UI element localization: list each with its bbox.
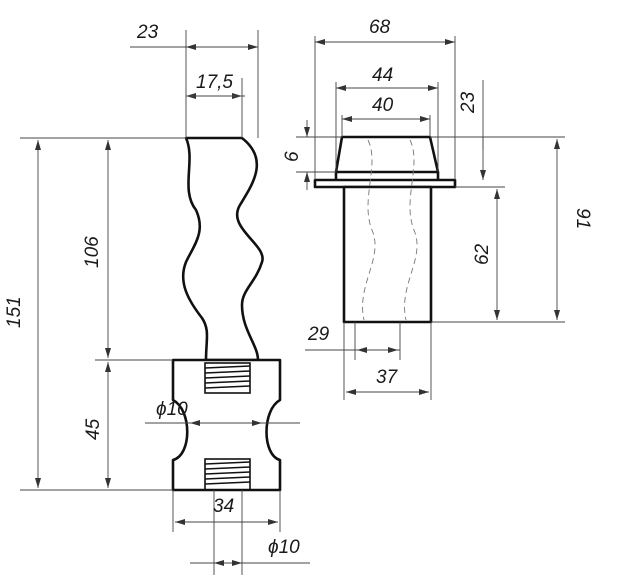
lower-thread — [204, 458, 251, 491]
dim-cup-inner-width: 29 — [307, 324, 330, 345]
upper-thread — [204, 362, 251, 394]
cup-extension-lines — [296, 36, 565, 400]
dim-cup-top-height: 6 — [282, 151, 303, 162]
cup-hidden-wave-left — [362, 139, 376, 321]
dim-cup-body-height: 62 — [472, 243, 493, 265]
dim-cup-flange-width: 68 — [369, 17, 391, 38]
dim-base-pin-diameter: ϕ10 — [268, 537, 300, 558]
cup-top — [334, 135, 440, 174]
dim-handle-top-width: 23 — [136, 22, 159, 43]
dim-handle-base-height: 45 — [83, 418, 104, 440]
dim-base-width: 34 — [213, 496, 234, 517]
dim-cup-total-height: 91 — [572, 208, 593, 229]
dim-base-hole-diameter: ϕ10 — [156, 399, 188, 420]
cup-hidden-wave-right — [404, 139, 418, 321]
handle-part — [171, 136, 282, 492]
dim-cup-flange-offset: 23 — [458, 91, 479, 114]
handle-dimension-lines — [35, 44, 310, 566]
dim-handle-wave-width: 17,5 — [196, 72, 233, 93]
cup-dimension-lines — [304, 39, 560, 395]
dim-cup-body-width: 37 — [376, 367, 399, 388]
cup-body — [342, 185, 433, 324]
handle-wave-body — [181, 136, 264, 362]
dim-cup-top-inner-width: 40 — [372, 95, 394, 116]
dim-handle-wave-height: 106 — [82, 236, 103, 268]
handle-extension-lines — [20, 30, 300, 575]
dim-cup-top-outer-width: 44 — [372, 65, 393, 86]
cup-part — [313, 135, 457, 324]
handle-base-body — [171, 358, 282, 492]
dim-handle-total-height: 151 — [4, 296, 25, 328]
